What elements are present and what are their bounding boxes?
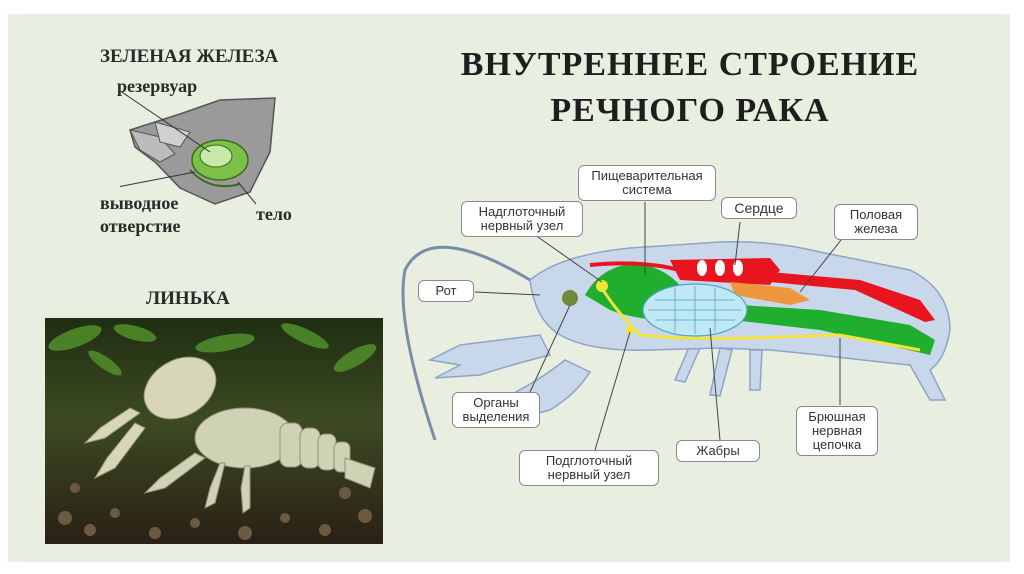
molting-photo: [45, 318, 383, 544]
label-excretory: Органы выделения: [452, 392, 540, 428]
label-subesophageal: Подглоточный нервный узел: [519, 450, 659, 486]
antenna: [401, 245, 531, 441]
crayfish-anatomy-diagram: [401, 202, 951, 451]
label-digestive-line2: система: [622, 182, 672, 197]
label-ventral-line1: Брюшная: [808, 409, 866, 424]
label-digestive: Пищеварительная система: [578, 165, 716, 201]
label-gonad-line1: Половая: [849, 207, 903, 222]
page-title: ВНУТРЕННЕЕ СТРОЕНИЕ РЕЧНОГО РАКА: [380, 42, 1000, 134]
excretory-organ: [562, 290, 578, 306]
label-ventral-nerve: Брюшная нервная цепочка: [796, 406, 878, 456]
molting-heading: ЛИНЬКА: [146, 288, 230, 309]
gland-body-label: тело: [256, 204, 292, 224]
ventral-nerve-cord: [598, 284, 921, 352]
outlet-label-line2: отверстие: [100, 216, 181, 236]
label-gonad: Половая железа: [834, 204, 918, 240]
label-gonad-line2: железа: [854, 221, 898, 236]
reservoir-label: резервуар: [117, 76, 198, 96]
label-excretory-line2: выделения: [462, 409, 530, 424]
label-digestive-line1: Пищеварительная: [591, 168, 703, 183]
label-supra-line2: нервный узел: [480, 218, 564, 233]
label-supraesophageal: Надглоточный нервный узел: [461, 201, 583, 237]
gonad: [730, 282, 810, 305]
leader-lines: [474, 202, 846, 451]
label-mouth-text: Рот: [435, 283, 457, 298]
green-gland-heading: ЗЕЛЕНАЯ ЖЕЛЕЗА: [100, 46, 279, 67]
walking-legs: [673, 344, 763, 397]
label-heart: Сердце: [721, 197, 797, 219]
label-mouth: Рот: [418, 280, 474, 302]
title-line-1: ВНУТРЕННЕЕ СТРОЕНИЕ: [460, 46, 920, 83]
subesophageal-ganglion: [626, 326, 634, 334]
label-sub-line2: нервный узел: [547, 467, 631, 482]
label-heart-text: Сердце: [734, 200, 784, 216]
label-supra-line1: Надглоточный: [478, 204, 566, 219]
label-ventral-line2: нервная: [812, 423, 862, 438]
supraesophageal-ganglion: [596, 280, 608, 292]
title-line-2: РЕЧНОГО РАКА: [550, 92, 830, 129]
green-gland-illustration: [120, 92, 276, 205]
outlet-label-line1: выводное: [100, 193, 179, 213]
label-ventral-line3: цепочка: [812, 437, 862, 452]
label-sub-line1: Подглоточный: [545, 453, 633, 468]
claw-upper: [427, 334, 552, 379]
dorsal-artery: [770, 272, 935, 322]
label-excretory-line1: Органы: [473, 395, 519, 410]
label-gills: Жабры: [676, 440, 760, 462]
label-gills-text: Жабры: [696, 443, 740, 458]
